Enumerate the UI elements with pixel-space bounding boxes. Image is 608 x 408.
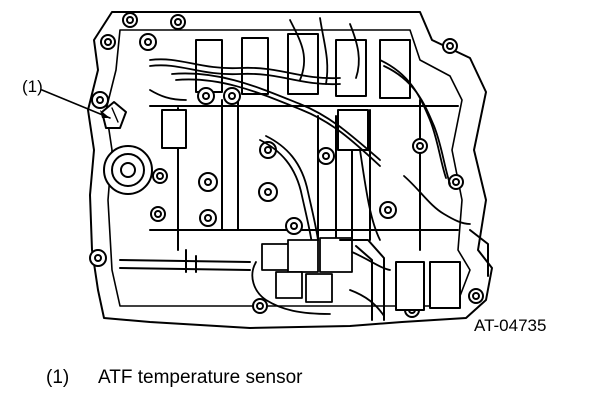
callout-label-1: (1) [22, 77, 43, 96]
connector-cluster [251, 237, 391, 317]
figure-code: AT-04735 [474, 316, 547, 335]
callout-leader-line [41, 89, 111, 119]
legend-item-text: ATF temperature sensor [98, 367, 303, 388]
legend-item: (1) ATF temperature sensor [46, 367, 303, 389]
valve-body-illustration [41, 11, 493, 329]
legend: (1) ATF temperature sensor [46, 367, 303, 389]
legend-item-number: (1) [46, 367, 70, 388]
atf-temperature-sensor [101, 101, 127, 129]
wiring-harness [149, 17, 471, 245]
